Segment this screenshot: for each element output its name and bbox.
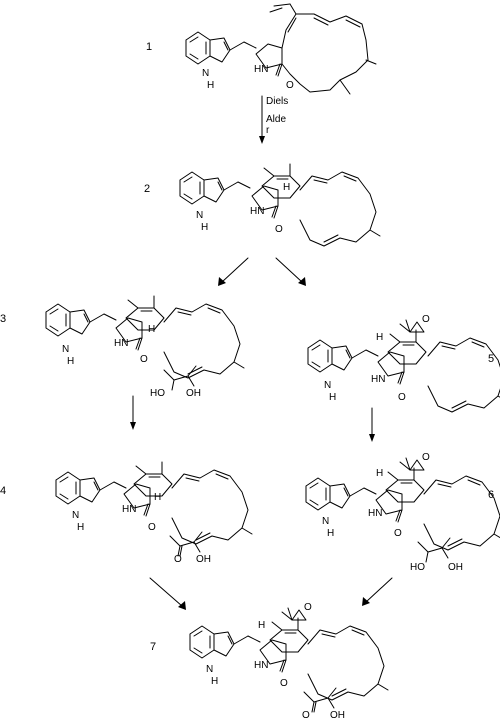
indole-h-atom: H	[207, 80, 214, 91]
compound-6: 6 HN O O H HO OH N H	[305, 452, 500, 573]
oh-atom: OH	[448, 562, 463, 573]
indole-h-atom: H	[329, 392, 336, 403]
compound-number: 4	[0, 485, 6, 497]
oh-atom: OH	[186, 388, 201, 399]
keto-o-atom: O	[302, 710, 310, 721]
compound-number: 5	[488, 353, 494, 365]
indole-h-atom: H	[201, 222, 208, 233]
compound-2: 2 HN O H N H	[144, 163, 381, 247]
nh-atom: HN	[254, 660, 268, 671]
compound-3: 3 HN O H HO OH N H	[0, 295, 245, 399]
nh-atom: HN	[371, 374, 385, 385]
compound-7: 7 HN O O H O OH N H	[150, 602, 389, 721]
oh-atom: OH	[330, 710, 345, 721]
epoxide-o-atom: O	[422, 314, 430, 325]
indole-h-atom: H	[327, 528, 334, 539]
carbonyl-atom: O	[140, 354, 148, 365]
ho-atom: HO	[150, 388, 165, 399]
h-atom: H	[148, 324, 155, 335]
carbonyl-atom: O	[148, 522, 156, 533]
carbonyl-atom: O	[280, 678, 288, 689]
oh-atom: OH	[196, 554, 211, 565]
indole-n-atom: N	[206, 664, 213, 675]
nh-atom: HN	[254, 64, 268, 75]
reaction-label-line1: Diels	[266, 96, 288, 107]
h-atom: H	[154, 492, 161, 503]
indole-n-atom: N	[324, 380, 331, 391]
indole-n-atom: N	[322, 516, 329, 527]
compound-number: 2	[144, 183, 150, 195]
compound-number: 6	[488, 489, 494, 501]
carbonyl-atom: O	[286, 80, 294, 91]
compound-5: 5 HN O O H N H	[307, 314, 500, 413]
epoxide-o-atom: O	[422, 452, 430, 463]
diels-alder-arrow: Diels Alde r	[259, 95, 288, 144]
reaction-label-line3: r	[266, 125, 270, 136]
nh-atom: HN	[114, 338, 128, 349]
compound-number: 3	[0, 313, 6, 325]
indole-h-atom: H	[67, 356, 74, 367]
indole-n-atom: N	[202, 68, 209, 79]
carbonyl-atom: O	[275, 224, 283, 235]
carbonyl-atom: O	[398, 392, 406, 403]
h-atom: H	[376, 332, 383, 343]
compound-4: 4 HN O H O OH N H	[0, 461, 253, 565]
compound-1: 1 HN O N H	[146, 3, 377, 95]
compound-number: 1	[146, 41, 152, 53]
nh-atom: HN	[122, 504, 136, 515]
indole-h-atom: H	[211, 676, 218, 687]
nh-atom: HN	[368, 508, 382, 519]
indole-n-atom: N	[62, 344, 69, 355]
h-atom: H	[376, 468, 383, 479]
epoxide-o-atom: O	[304, 602, 312, 613]
nh-atom: HN	[250, 206, 264, 217]
indole-n-atom: N	[72, 510, 79, 521]
ho-atom: HO	[410, 562, 425, 573]
compound-number: 7	[150, 641, 156, 653]
carbonyl-atom: O	[394, 528, 402, 539]
h-atom: H	[283, 182, 290, 193]
reaction-label-line2: Alde	[266, 114, 286, 125]
h-atom: H	[258, 620, 265, 631]
vertical-arrows	[130, 395, 375, 442]
indole-h-atom: H	[77, 522, 84, 533]
keto-o-atom: O	[174, 554, 182, 565]
converging-arrows	[149, 577, 393, 610]
branch-arrows	[218, 257, 306, 286]
indole-n-atom: N	[196, 210, 203, 221]
